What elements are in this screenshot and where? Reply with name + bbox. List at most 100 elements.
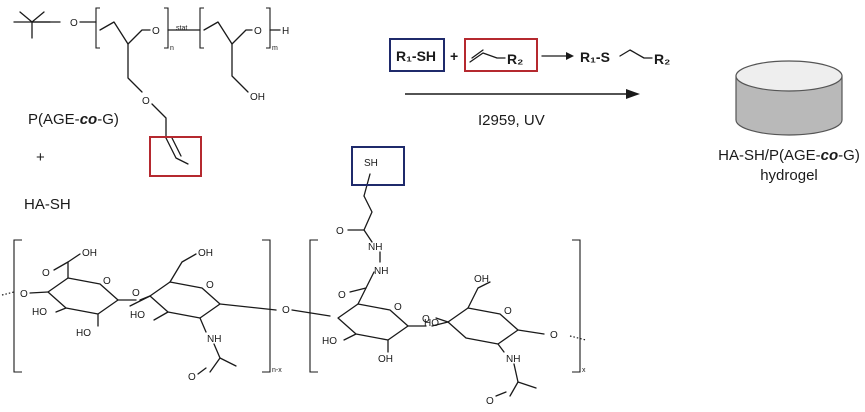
glycidol-backbone: [203, 21, 253, 45]
bracket-right: [262, 239, 271, 373]
thiol-box: [389, 38, 445, 72]
cylinder-side: [735, 75, 843, 136]
nh-2: NH: [374, 266, 388, 277]
p-age-co-g-structure: O O n stat O m H OH O: [13, 7, 289, 177]
ene-r2: R₂: [507, 51, 523, 67]
bracket-right: [164, 7, 169, 49]
ring2-ho: HO: [130, 310, 145, 321]
oh-bond: [129, 295, 151, 307]
reaction-conditions: I2959, UV: [478, 112, 545, 129]
ether-o-4: O: [142, 96, 150, 107]
bracket-left: [309, 239, 318, 373]
oh-bond: [153, 311, 169, 321]
allyl-vinyl: [165, 137, 189, 165]
acetyl-o-1: O: [188, 372, 196, 383]
link-o-3: O: [422, 314, 430, 325]
ring-o-1: O: [103, 276, 111, 287]
subscript-m: m: [272, 45, 278, 52]
ha-sh-label: HA-SH: [24, 196, 71, 213]
acetyl-methyl: [517, 381, 537, 389]
hydrogel-label-line1: HA-SH/P(AGE-co-G): [718, 147, 860, 164]
ene-box: [464, 38, 538, 72]
nh-b: NH: [506, 354, 520, 365]
ch2oh-bond: [467, 281, 491, 309]
product-r1s: R₁-S: [580, 49, 610, 65]
carboxyl-double: [53, 261, 69, 271]
o-left: O: [20, 289, 28, 300]
ring-o-2: O: [206, 280, 214, 291]
link-bond: [29, 291, 49, 294]
link-o-2: O: [282, 305, 290, 316]
carboxyl-oh: OH: [82, 248, 97, 259]
vinyl-highlight-box: [149, 136, 202, 177]
stat-label: stat: [176, 25, 187, 32]
amide-double-2: [349, 287, 367, 293]
link-bond: [291, 309, 331, 317]
bracket-left: [95, 7, 100, 49]
oh-bond: [343, 333, 357, 341]
polymer-label: P(AGE-co-G): [28, 111, 119, 128]
ha-sh-structure: n-x x O O OH O HO HO O O OH HO NH: [1, 146, 587, 407]
subscript-x: x: [582, 367, 586, 374]
nh-a: NH: [207, 334, 221, 345]
ring3-oh: OH: [378, 354, 393, 365]
glycidol-sidechain: [231, 43, 249, 93]
hydrogel-cylinder: [735, 60, 843, 136]
chain-end-left: [1, 291, 15, 296]
o-right: O: [550, 330, 558, 341]
main-arrow-head: [626, 89, 640, 99]
age-backbone: [99, 21, 151, 45]
ring4-ho: HO: [424, 318, 439, 329]
bracket-right: [266, 7, 271, 49]
acetyl-methyl: [219, 357, 237, 367]
acetyl-o-2: O: [486, 396, 494, 407]
allyl-double-bond: [171, 137, 182, 157]
ene-structure: [469, 52, 506, 63]
bracket-left: [199, 7, 204, 49]
ether-o-1: O: [70, 18, 78, 29]
ring4-oh: OH: [474, 274, 489, 285]
h-terminus: H: [282, 26, 289, 37]
chain-end-right: [569, 335, 587, 341]
tbutyl-bond: [19, 11, 45, 23]
amide-o-2: O: [338, 290, 346, 301]
product-chain: [619, 49, 653, 59]
ring1-ho-a: HO: [32, 307, 47, 318]
thiol-reagent: R₁-SH: [396, 48, 436, 64]
ring-o-3: O: [394, 302, 402, 313]
age-sidechain: [127, 43, 143, 93]
nh-bond: [497, 343, 505, 353]
ring2-oh: OH: [198, 248, 213, 259]
bracket-right: [572, 239, 581, 373]
nh-bond: [199, 317, 207, 333]
carboxyl-o: O: [42, 268, 50, 279]
thiol-highlight-box: [351, 146, 405, 186]
plus-sign-left: +: [36, 149, 45, 166]
oh-bond: [55, 307, 67, 313]
nh-1: NH: [368, 242, 382, 253]
propyl-chain: [363, 195, 373, 243]
oh-bond: [435, 317, 449, 323]
link-bond: [431, 321, 449, 327]
link-bond: [517, 329, 545, 335]
ether-o-2: O: [152, 26, 160, 37]
carboxyl-bond: [67, 253, 81, 279]
hydrogel-label-line2: hydrogel: [760, 167, 818, 184]
subscript-n-x: n-x: [272, 367, 282, 374]
allyl-chain: [151, 103, 167, 139]
acetyl-double: [197, 367, 207, 375]
acetyl-bond: [509, 363, 519, 397]
acetyl-bond: [209, 343, 221, 373]
ring-o-4: O: [504, 306, 512, 317]
ring1-ho-b: HO: [76, 328, 91, 339]
bracket-left: [13, 239, 22, 373]
ch2oh-bond: [169, 253, 197, 283]
acetyl-double: [495, 391, 507, 397]
subscript-n: n: [170, 45, 174, 52]
small-arrow-head: [566, 52, 574, 60]
link-o-1: O: [132, 288, 140, 299]
reaction-arrow-group: R₁-SH + R₂ R₁-S R₂ I2959, UV: [389, 38, 670, 129]
ring3-ho: HO: [322, 336, 337, 347]
